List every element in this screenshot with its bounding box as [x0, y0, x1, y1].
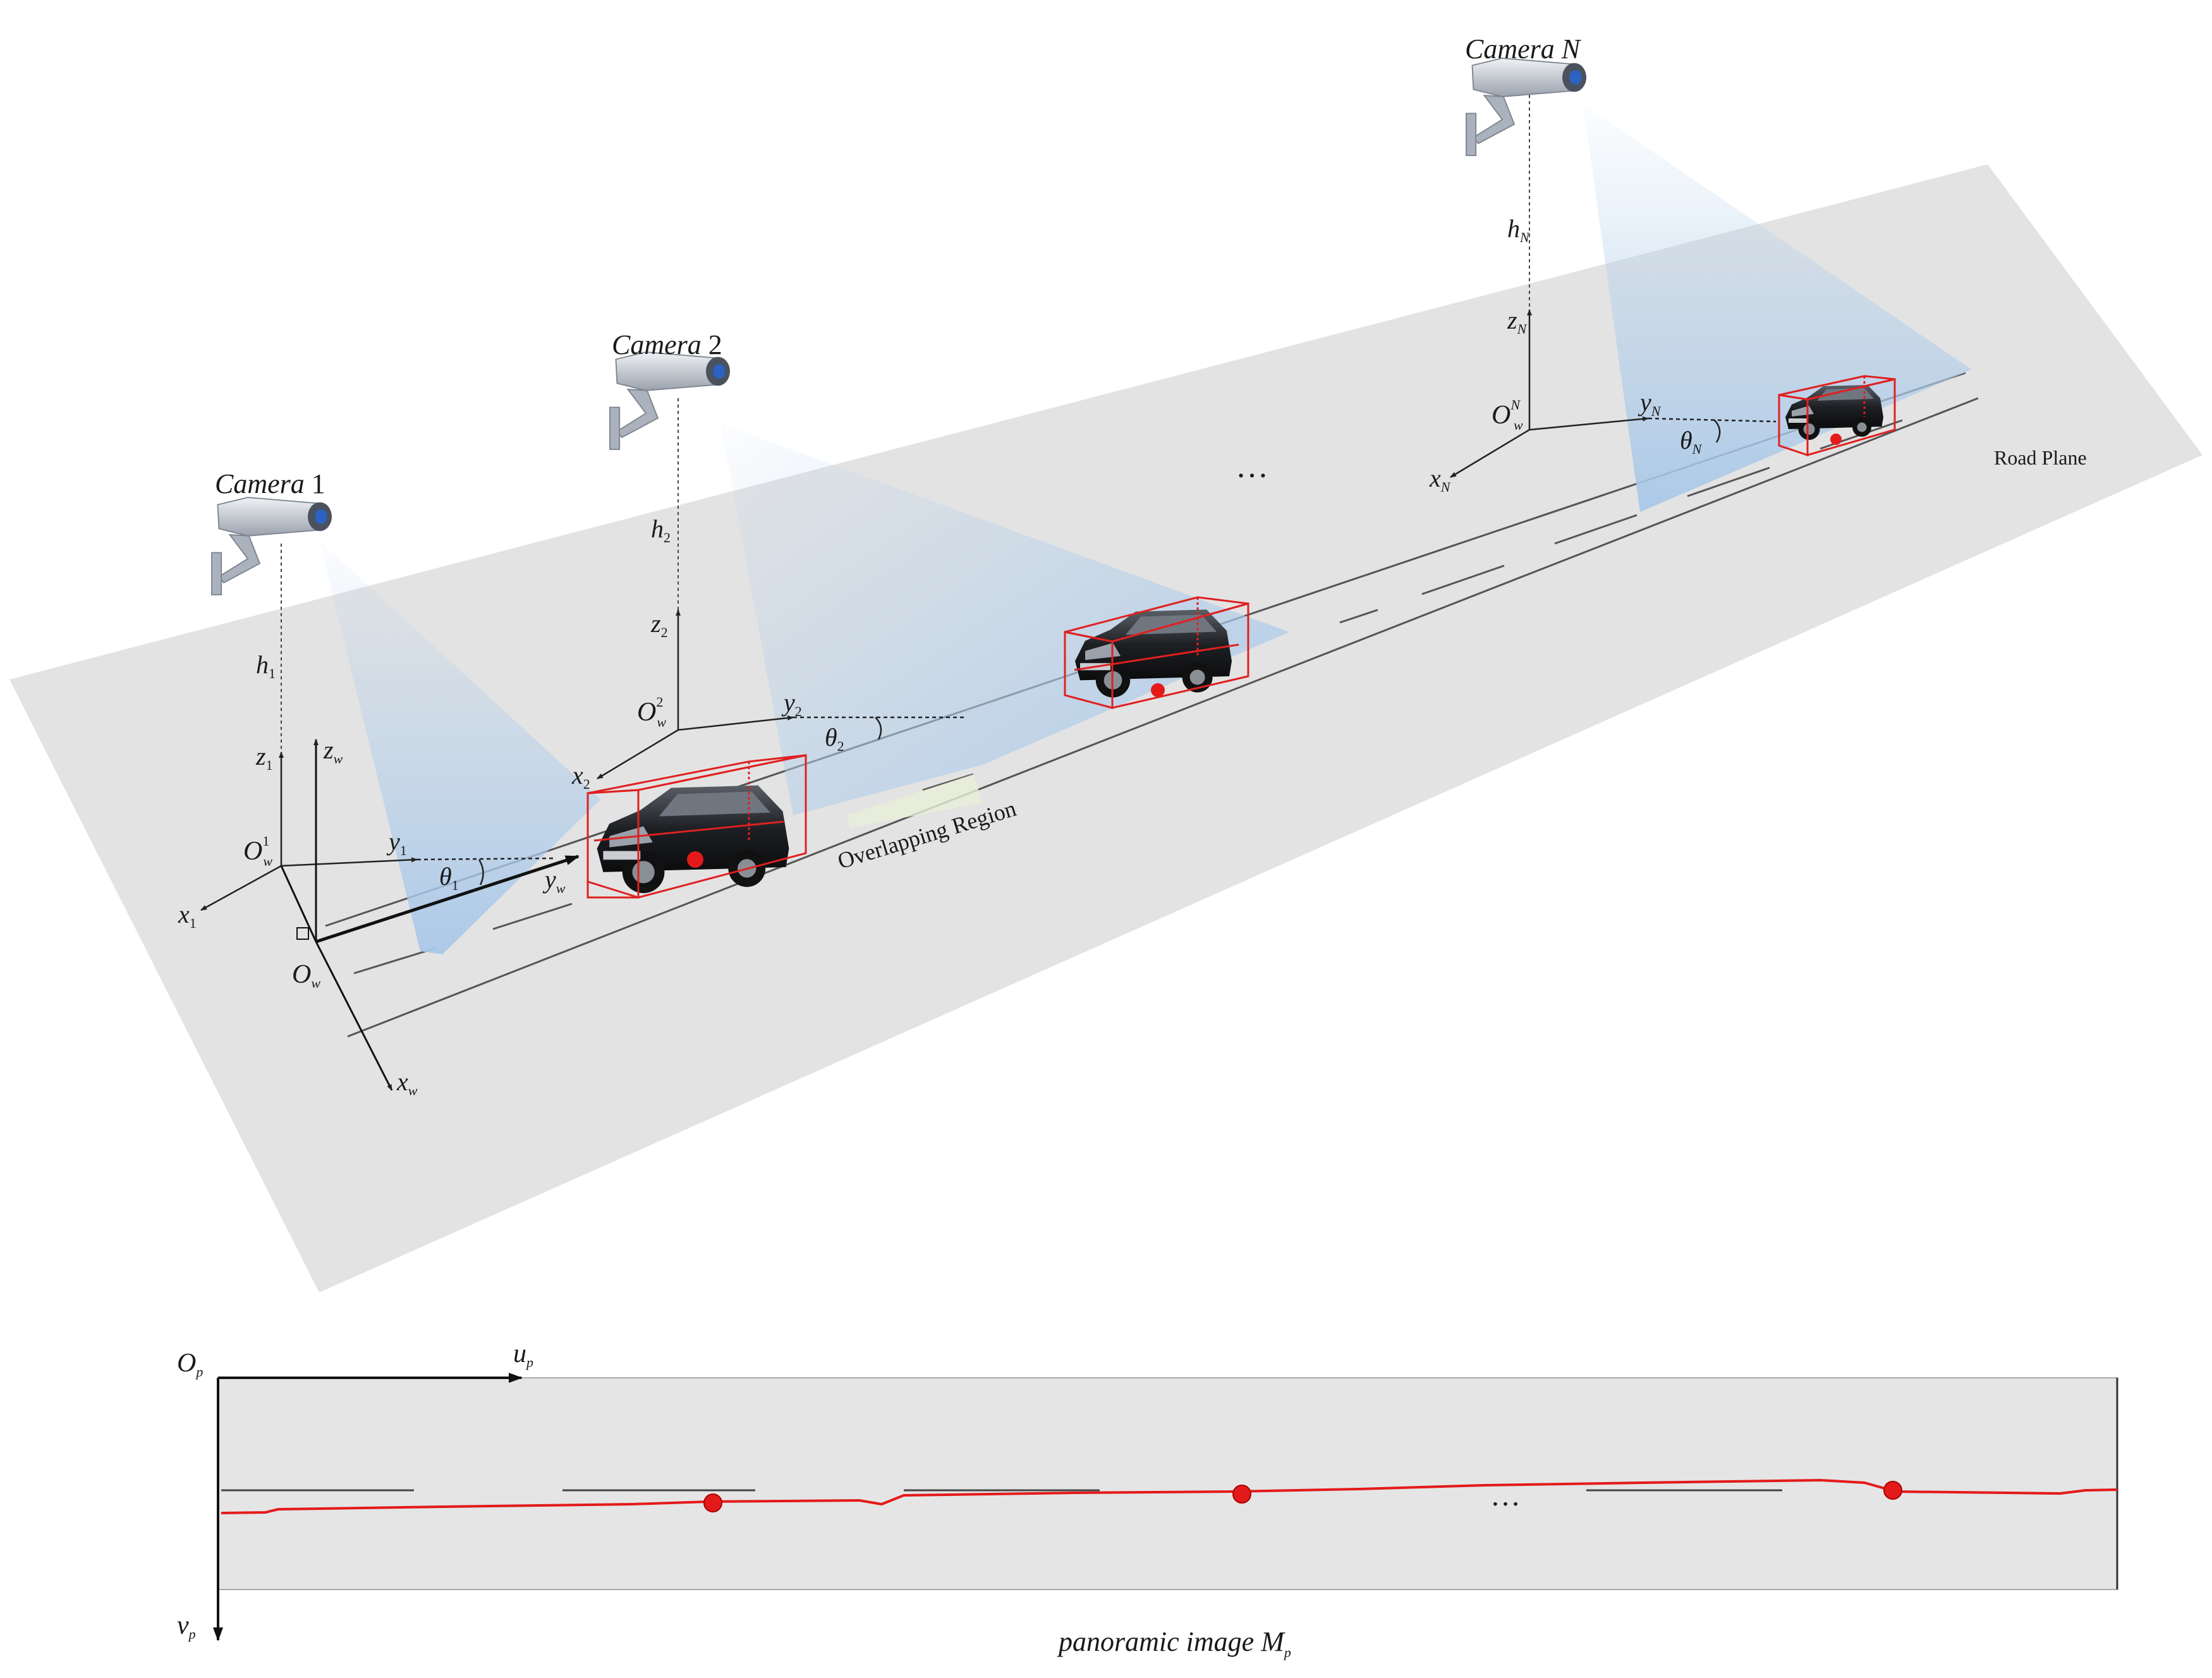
- camera-n-axes: [1450, 309, 1777, 478]
- pano-origin-label: Op: [177, 1349, 203, 1380]
- vehicle-n: [1778, 375, 1896, 457]
- camera-n-label: Camera N: [1465, 33, 1582, 64]
- cam2-x-label: x2: [571, 761, 590, 792]
- camera-2-axes: [597, 609, 964, 780]
- vehicle-1: [586, 754, 807, 899]
- camera-1-label: Camera 1: [215, 468, 325, 499]
- panoramic-point-n: [1883, 1481, 1902, 1500]
- panoramic-point-2: [1232, 1485, 1251, 1504]
- camera-2-icon: [609, 351, 731, 450]
- camera-1-axes: [200, 751, 557, 911]
- world-axes: [280, 739, 580, 1091]
- vehicle-2: [1064, 596, 1249, 709]
- panoramic-ellipsis: …: [1490, 1479, 1521, 1512]
- road-plane-label: Road Plane: [1994, 446, 2087, 469]
- world-origin-label: Ow: [292, 960, 320, 991]
- cameras-ellipsis: …: [1236, 449, 1268, 485]
- camn-x-label: xN: [1429, 464, 1451, 495]
- cam1-y-label: y1: [386, 827, 407, 858]
- camera-n-icon: [1466, 58, 1587, 156]
- panoramic-axes: [213, 1373, 523, 1641]
- panoramic-caption: panoramic image Mp: [1057, 1626, 1291, 1660]
- camera-1-icon: [211, 497, 332, 595]
- cam1-theta-label: θ1: [439, 862, 459, 893]
- world-y-label: yw: [542, 865, 566, 896]
- vehicle-n-bbox: [1778, 375, 1896, 457]
- cam2-z-label: z2: [650, 609, 668, 640]
- camn-h-label: hN: [1507, 214, 1530, 245]
- camera-1-fov: [319, 540, 600, 954]
- world-x-label: xw: [396, 1067, 418, 1098]
- overlapping-region-patch: [847, 774, 983, 828]
- cam2-theta-label: θ2: [825, 723, 844, 754]
- world-z-label: zw: [323, 736, 343, 767]
- camn-theta-label: θN: [1680, 426, 1703, 457]
- camn-y-label: yN: [1638, 388, 1662, 419]
- vehicle-1-bbox: [586, 754, 807, 899]
- cam2-y-label: y2: [781, 688, 802, 719]
- cam1-h-label: h1: [256, 650, 276, 681]
- pano-v-label: vp: [177, 1611, 196, 1642]
- panoramic-image-area: [217, 1377, 2118, 1590]
- camn-z-label: zN: [1507, 306, 1528, 337]
- camera-2-label: Camera 2: [612, 329, 722, 360]
- cam1-z-label: z1: [255, 742, 273, 773]
- vehicle-n-ground-point: [1830, 434, 1842, 445]
- cam2-h-label: h2: [651, 514, 671, 545]
- panoramic-point-1: [703, 1493, 722, 1512]
- vehicle-2-bbox: [1064, 596, 1249, 709]
- pano-u-label: up: [513, 1339, 533, 1370]
- cam1-x-label: x1: [178, 900, 197, 931]
- vehicle-1-ground-point: [687, 851, 703, 868]
- vehicle-2-ground-point: [1151, 683, 1165, 697]
